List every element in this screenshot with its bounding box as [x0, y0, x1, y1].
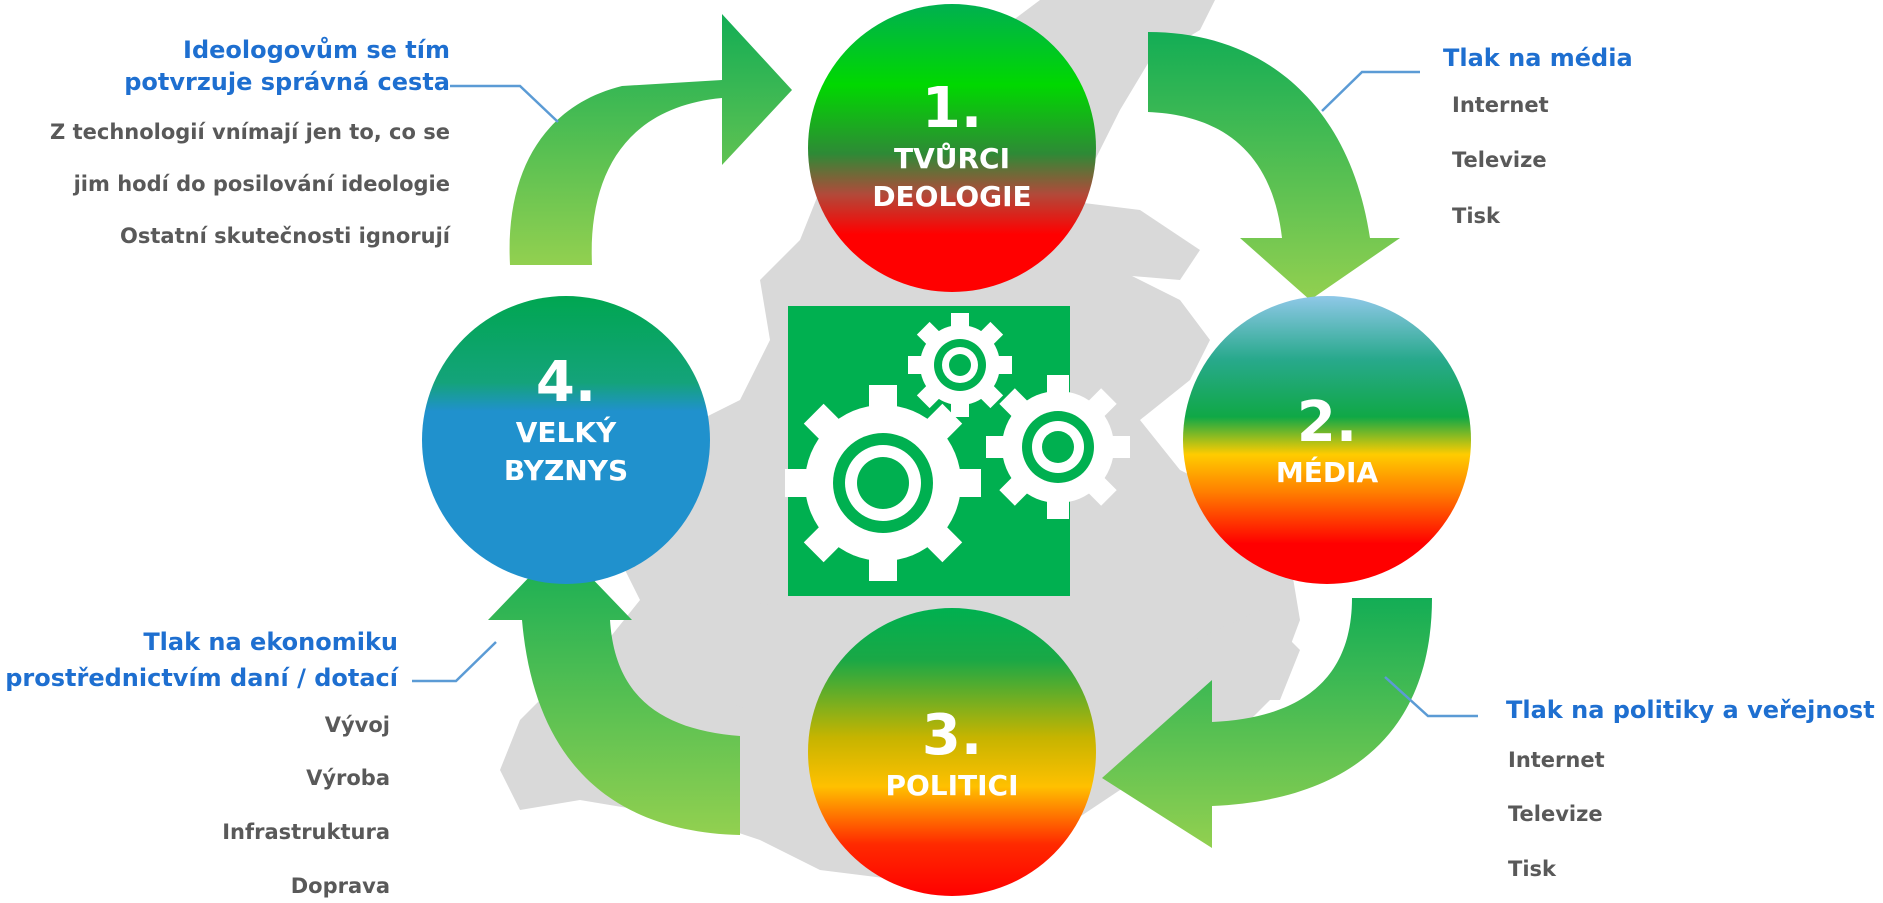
node-1-circle: [808, 4, 1096, 292]
arrow-business-to-ideologues: [509, 14, 792, 265]
callout-top-left-title-line-1: Ideologovům se tím: [183, 36, 450, 64]
node-2-text: 2. MÉDIA: [1197, 392, 1457, 492]
callout-top-left-item-3: Ostatní skutečnosti ignorují: [120, 224, 450, 248]
node-1-text: 1. TVŮRCI DEOLOGIE: [822, 78, 1082, 216]
arrow-politicians-to-business: [488, 545, 740, 835]
node-3-label-line-1: POLITICI: [885, 769, 1019, 802]
callout-bottom-right-item-3: Tisk: [1508, 857, 1556, 881]
callout-bottom-left-title-line-1: Tlak na ekonomiku: [143, 628, 398, 656]
callout-bottom-left-item-1: Vývoj: [324, 713, 390, 737]
callout-top-right-item-3: Tisk: [1452, 204, 1500, 228]
node-2-number: 2.: [1296, 390, 1358, 455]
callout-bottom-right-item-1: Internet: [1508, 748, 1605, 772]
callout-top-left-item-2: jim hodí do posilování ideologie: [73, 172, 450, 196]
connector-bottom-right: [1384, 676, 1478, 718]
center-gears-panel: [785, 306, 1130, 596]
node-2-label-line-1: MÉDIA: [1275, 456, 1379, 489]
node-3-number: 3.: [921, 703, 983, 768]
connector-bottom-left: [412, 641, 497, 683]
node-2-circle: [1183, 296, 1471, 584]
arrow-ideologues-to-media: [1148, 32, 1400, 300]
node-4-circle: [422, 296, 710, 584]
node-4-label-line-1: VELKÝ: [515, 416, 617, 449]
arrow-media-to-politicians: [1102, 598, 1432, 848]
callout-bottom-left-item-3: Infrastruktura: [222, 820, 390, 844]
callout-bottom-left-item-4: Doprava: [290, 874, 390, 898]
node-4-text: 4. VELKÝ BYZNYS: [436, 352, 696, 490]
callout-top-left-item-1: Z technologií vnímají jen to, co se: [50, 120, 450, 144]
cycle-arrows: [488, 14, 1432, 848]
node-3-circle: [808, 608, 1096, 896]
callout-bottom-left-item-2: Výroba: [306, 766, 390, 790]
callout-top-right-item-2: Televize: [1452, 148, 1547, 172]
node-3-text: 3. POLITICI: [822, 705, 1082, 805]
gears-icon: [785, 313, 1130, 581]
connector-top-right: [1321, 70, 1420, 112]
callout-bottom-left-title-line-2: prostřednictvím daní / dotací: [5, 664, 398, 692]
callout-connectors: [412, 70, 1478, 718]
callout-bottom-right-title: Tlak na politiky a veřejnost: [1506, 696, 1875, 724]
node-4-label-line-2: BYZNYS: [503, 454, 629, 487]
callout-top-right-title: Tlak na média: [1443, 44, 1633, 72]
node-4-number: 4.: [535, 350, 597, 415]
node-1-number: 1.: [921, 76, 983, 141]
connector-top-left: [450, 84, 559, 123]
callout-top-left-title-line-2: potvrzuje správná cesta: [124, 68, 450, 96]
callout-top-right-item-1: Internet: [1452, 93, 1549, 117]
node-1-label-line-1: TVŮRCI: [893, 142, 1011, 175]
callout-bottom-right-item-2: Televize: [1508, 802, 1603, 826]
node-1-label-line-2: DEOLOGIE: [872, 180, 1032, 213]
